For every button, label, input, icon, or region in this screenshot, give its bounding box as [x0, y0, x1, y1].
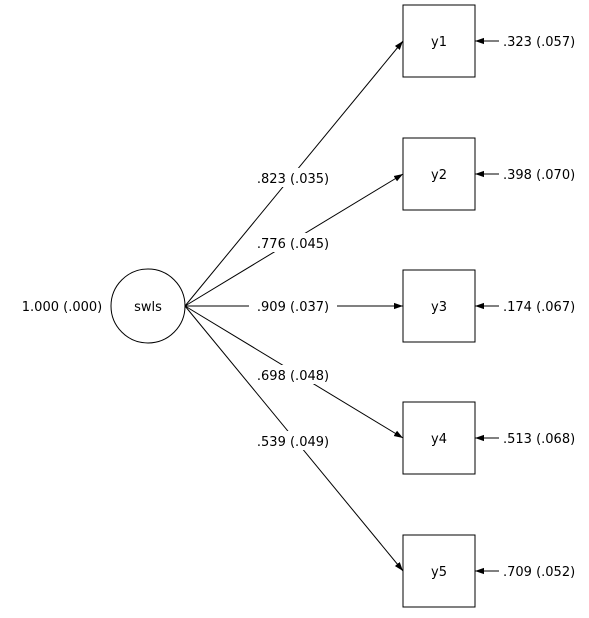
- latent-variance-label: 1.000 (.000): [22, 300, 102, 315]
- indicator-box-y4: [402, 401, 476, 475]
- indicator-name-y1: y1: [431, 35, 447, 50]
- indicator-box-y5: [402, 534, 476, 608]
- loading-label-y3: .909 (.037): [257, 300, 329, 315]
- indicator-name-y2: y2: [431, 168, 447, 183]
- loading-label-bg-y3: [249, 296, 337, 315]
- latent-factor-name: swls: [134, 300, 162, 315]
- error-variance-label-y2: .398 (.070): [503, 168, 575, 183]
- error-variance-label-y4: .513 (.068): [503, 432, 575, 447]
- indicator-name-y3: y3: [431, 300, 447, 315]
- error-variance-arrows: .323 (.057) .398 (.070) .174 (.067) .513 (.…: [475, 35, 575, 580]
- loading-label-y4: .698 (.048): [257, 369, 329, 384]
- error-variance-label-y5: .709 (.052): [503, 565, 575, 580]
- loading-label-y5: .539 (.049): [257, 435, 329, 450]
- indicator-name-y5: y5: [431, 565, 447, 580]
- indicator-box-y3: [402, 269, 476, 343]
- indicator-box-y2: [402, 137, 476, 211]
- loading-label-bg-y4: [249, 365, 337, 384]
- loading-label-y1: .823 (.035): [257, 172, 329, 187]
- loading-label-y2: .776 (.045): [257, 237, 329, 252]
- loading-label-bg-y2: [249, 233, 337, 252]
- error-variance-label-y3: .174 (.067): [503, 300, 575, 315]
- indicator-box-y1: [402, 4, 476, 78]
- indicator-name-y4: y4: [431, 432, 447, 447]
- loading-label-bg-y1: [249, 168, 337, 187]
- factor-loading-paths: .823 (.035) .776 (.045) .909 (.037) .698 (.…: [184, 40, 404, 572]
- indicator-boxes: y1 y2 y3 y4 y5: [402, 4, 476, 608]
- error-variance-label-y1: .323 (.057): [503, 35, 575, 50]
- loading-label-bg-y5: [249, 431, 337, 450]
